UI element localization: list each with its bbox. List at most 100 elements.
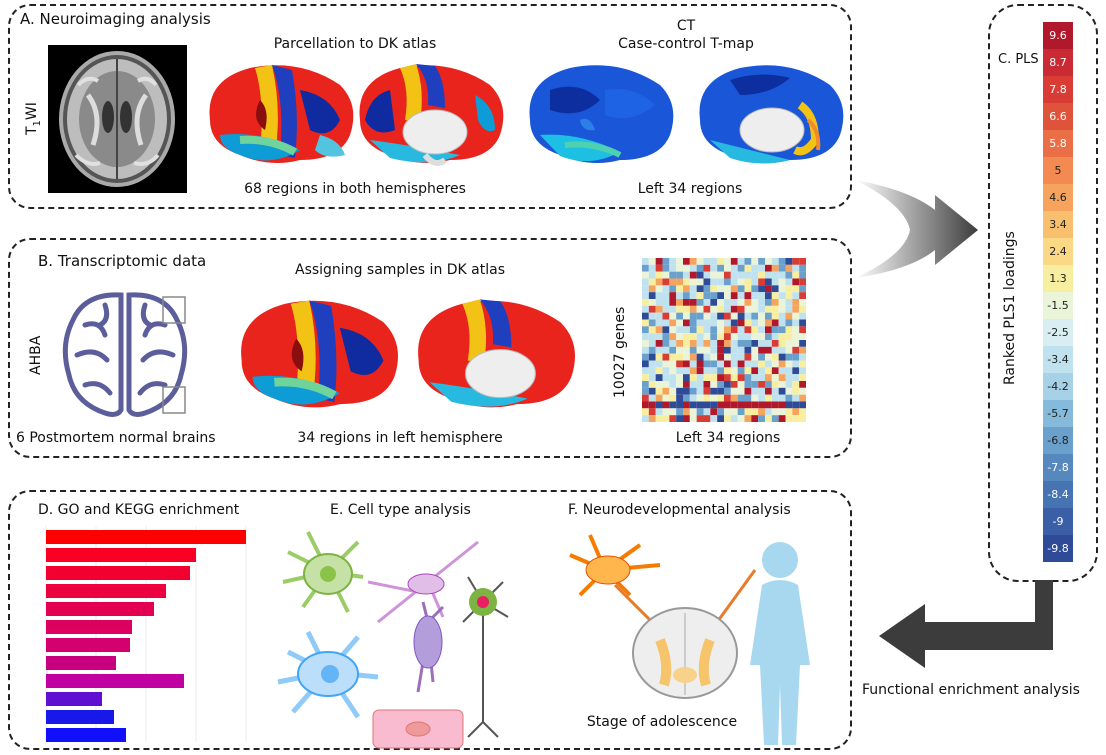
heatmap-cell xyxy=(724,394,731,402)
heatmap-cell xyxy=(648,360,656,368)
heatmap-cell xyxy=(751,346,759,354)
heatmap-cell xyxy=(744,299,752,306)
enrichment-bar xyxy=(46,530,246,544)
heatmap-cell xyxy=(717,360,724,368)
heatmap-cell xyxy=(676,305,683,313)
tmap-title: Case-control T-map xyxy=(618,36,754,52)
heatmap-cell xyxy=(696,333,704,340)
heatmap-cell xyxy=(765,319,772,327)
heatmap-cell xyxy=(662,271,670,279)
heatmap-cell xyxy=(765,305,772,313)
heatmap-cell xyxy=(737,381,745,388)
heatmap-cell xyxy=(696,278,704,286)
heatmap-cell xyxy=(717,271,724,279)
assign-title: Assigning samples in DK atlas xyxy=(294,262,506,278)
heatmap-cell xyxy=(744,258,752,265)
enrichment-bar xyxy=(46,638,130,652)
heatmap-cell xyxy=(724,333,731,340)
left-regions-caption-b: Left 34 regions xyxy=(675,430,781,446)
heatmap-cell xyxy=(737,271,745,279)
heatmap-cell xyxy=(792,333,800,340)
heatmap-cell xyxy=(648,326,656,334)
heatmap-cell xyxy=(765,401,772,409)
heatmap-cell xyxy=(771,394,779,402)
heatmap-cell xyxy=(758,326,765,334)
heatmap-cell xyxy=(669,401,677,409)
heatmap-cell xyxy=(771,415,779,422)
heatmap-cell xyxy=(703,326,711,334)
enrichment-bar xyxy=(46,674,184,688)
heatmap-cell xyxy=(662,326,670,334)
heatmap-cell xyxy=(730,367,738,375)
heatmap-cell xyxy=(717,299,724,306)
heatmap-cell xyxy=(683,299,690,306)
regions-left-caption: 34 regions in left hemisphere xyxy=(297,430,503,446)
heatmap-cell xyxy=(669,258,677,265)
heatmap-cell xyxy=(648,258,656,265)
heatmap-cell xyxy=(771,374,779,381)
heatmap-cell xyxy=(792,353,800,361)
heatmap-cell xyxy=(724,264,731,272)
heatmap-cell xyxy=(703,381,711,388)
heatmap-cell xyxy=(683,394,690,402)
heatmap-cell xyxy=(751,285,759,293)
heatmap-cell xyxy=(669,353,677,361)
heatmap-cell xyxy=(642,271,649,279)
heatmap-cell xyxy=(751,258,759,265)
heatmap-cell xyxy=(655,415,663,422)
heatmap-cell xyxy=(662,346,670,354)
heatmap-cell xyxy=(648,305,656,313)
heatmap-cell xyxy=(765,285,772,293)
heatmap-cell xyxy=(799,374,806,381)
heatmap-cell xyxy=(710,319,718,327)
heatmap-cell xyxy=(662,374,670,381)
heatmap-cell xyxy=(724,374,731,381)
heatmap-cell xyxy=(765,326,772,334)
heatmap-cell xyxy=(642,346,649,354)
heatmap-cell xyxy=(744,415,752,422)
heatmap-cell xyxy=(792,387,800,395)
enrichment-bar xyxy=(46,584,166,598)
heatmap-cell xyxy=(744,285,752,293)
heatmap-cell xyxy=(758,401,765,409)
heatmap-cell xyxy=(696,387,704,395)
heatmap-cell xyxy=(662,264,670,272)
heatmap-cell xyxy=(669,292,677,299)
heatmap-cell xyxy=(669,374,677,381)
heatmap-cell xyxy=(778,258,786,265)
heatmap-cell xyxy=(696,264,704,272)
t1-mri-image xyxy=(48,45,187,193)
heatmap-cell xyxy=(703,340,711,347)
pls-scale-cell: -4.2 xyxy=(1043,373,1073,400)
heatmap-cell xyxy=(683,374,690,381)
heatmap-cell xyxy=(778,285,786,293)
heatmap-cell xyxy=(669,408,677,416)
heatmap-cell xyxy=(648,271,656,279)
regions-both-caption: 68 regions in both hemispheres xyxy=(244,181,466,197)
heatmap-cell xyxy=(642,374,649,381)
heatmap-cell xyxy=(724,319,731,327)
heatmap-cell xyxy=(696,305,704,313)
heatmap-cell xyxy=(703,394,711,402)
heatmap-cell xyxy=(737,264,745,272)
heatmap-cell xyxy=(669,346,677,354)
heatmap-cell xyxy=(737,278,745,286)
heatmap-cell xyxy=(717,401,724,409)
heatmap-cell xyxy=(751,360,759,368)
heatmap-cell xyxy=(724,299,731,306)
heatmap-cell xyxy=(758,278,765,286)
heatmap-cell xyxy=(710,258,718,265)
heatmap-cell xyxy=(771,312,779,320)
heatmap-cell xyxy=(792,346,800,354)
heatmap-cell xyxy=(669,333,677,340)
heatmap-cell xyxy=(683,285,690,293)
heatmap-cell xyxy=(717,381,724,388)
microglia-blue-icon xyxy=(277,630,379,719)
heatmap-cell xyxy=(710,408,718,416)
heatmap-cell xyxy=(799,278,806,286)
heatmap-cell xyxy=(771,285,779,293)
heatmap-cell xyxy=(710,340,718,347)
heatmap-cell xyxy=(717,408,724,416)
heatmap-cell xyxy=(758,271,765,279)
heatmap-cell xyxy=(683,326,690,334)
